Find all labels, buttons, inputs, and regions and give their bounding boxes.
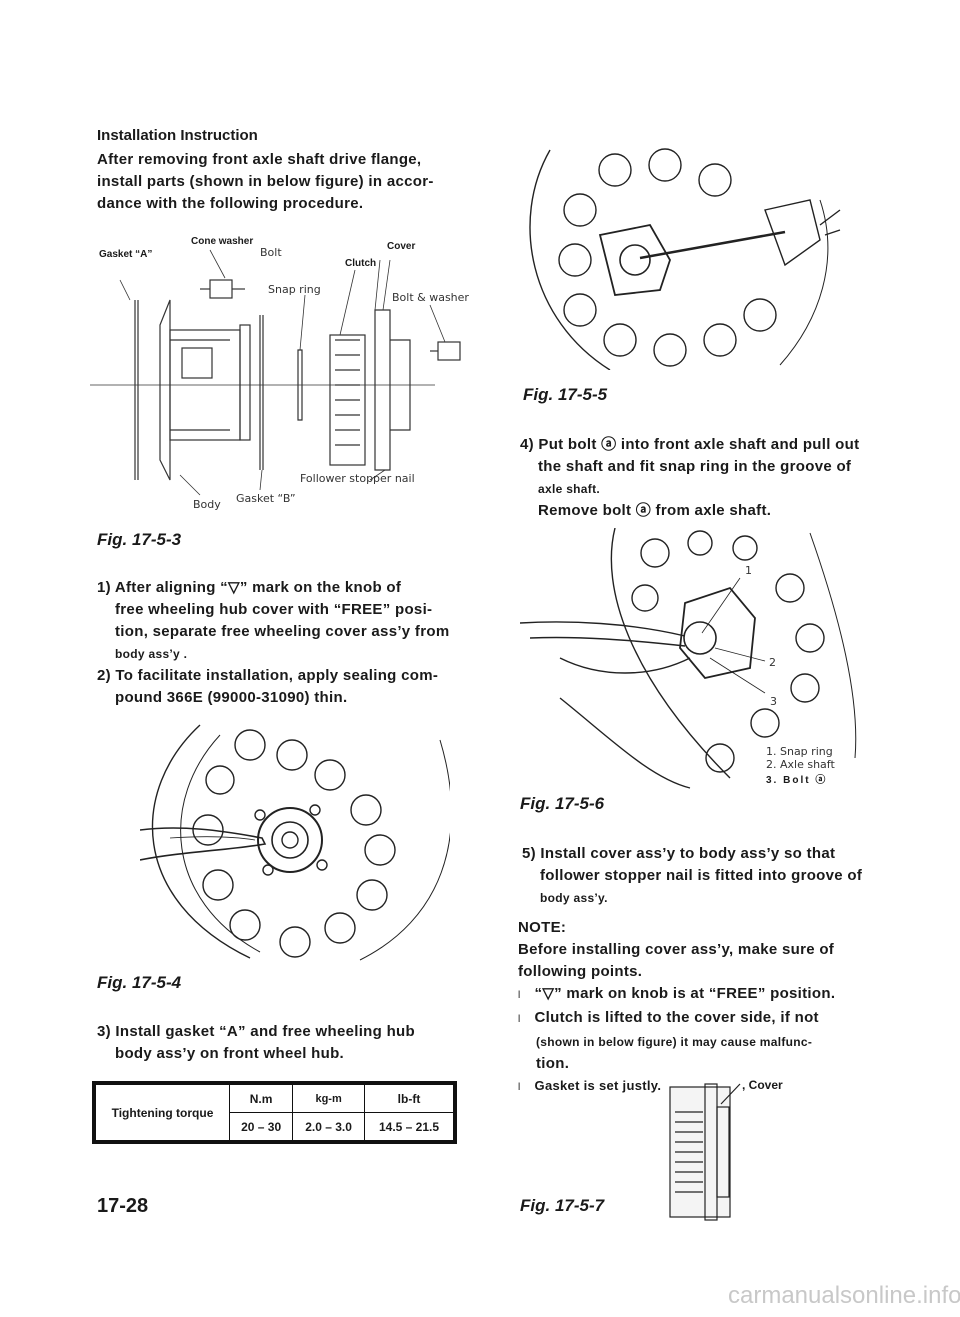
- step-2: 2) To facilitate installation, apply sea…: [97, 665, 467, 709]
- step-line: Remove bolt ⓐ from axle shaft.: [538, 502, 772, 519]
- step-line: free wheeling hub cover with “FREE” posi…: [115, 601, 433, 618]
- label-cone-washer: Cone washer: [191, 236, 254, 247]
- label-bolt: Bolt: [260, 246, 282, 259]
- note-line: Before installing cover ass’y, make sure…: [518, 941, 835, 958]
- note-title: NOTE:: [518, 919, 567, 936]
- label-body: Body: [193, 498, 221, 511]
- caption-fig-17-5-5: Fig. 17-5-5: [523, 385, 608, 404]
- wheel-hub-photo: [140, 720, 450, 965]
- section-title: Installation Instruction: [97, 127, 258, 144]
- torque-value-kgm: 2.0 – 3.0: [292, 1112, 365, 1141]
- caption-fig-17-5-6: Fig. 17-5-6: [520, 794, 605, 813]
- step-line: 5) Install cover ass’y to body ass’y so …: [522, 845, 836, 862]
- label-gasket-b: Gasket “B”: [236, 492, 296, 505]
- page-number: 17-28: [97, 1195, 149, 1217]
- caption-fig-17-5-7: Fig. 17-5-7: [520, 1196, 605, 1215]
- legend-item: 3. Bolt ⓐ: [766, 775, 828, 786]
- note-bullet-cont: (shown in below figure) it may cause mal…: [536, 1035, 813, 1049]
- step-line: tion, separate free wheeling cover ass’y…: [115, 623, 450, 640]
- note-bullet: l“▽” mark on knob is at “FREE” position.: [518, 985, 836, 1002]
- callout-2: 2: [769, 656, 776, 669]
- label-bolt-washer: Bolt & washer: [392, 291, 469, 304]
- step-line: body ass’y .: [115, 647, 188, 661]
- intro-line: dance with the following procedure.: [97, 195, 364, 212]
- step-line: 3) Install gasket “A” and free wheeling …: [97, 1023, 415, 1040]
- step-line: follower stopper nail is fitted into gro…: [540, 867, 863, 884]
- exploded-hub-diagram: Gasket “A” Cone washer Bolt Cover Clutch…: [90, 230, 480, 520]
- wheel-hub-drawing: [140, 724, 450, 961]
- step-line: 2) To facilitate installation, apply sea…: [97, 667, 439, 684]
- axle-pull-drawing: [529, 148, 841, 370]
- step-3: 3) Install gasket “A” and free wheeling …: [97, 1021, 467, 1065]
- caption-fig-17-5-3: Fig. 17-5-3: [97, 530, 182, 549]
- torque-table: Tightening torque N.m kg-m lb-ft 20 – 30…: [92, 1081, 457, 1144]
- intro-line: install parts (shown in below figure) in…: [97, 173, 434, 190]
- step-line: 1) After aligning “▽” mark on the knob o…: [97, 579, 402, 596]
- step-5: 5) Install cover ass’y to body ass’y so …: [522, 843, 882, 909]
- axle-pull-photo: [520, 140, 850, 370]
- label-snap-ring: Snap ring: [268, 283, 321, 296]
- label-cover-fig7: , Cover: [742, 1078, 783, 1092]
- snap-ring-photo: 1 2 3: [520, 528, 880, 798]
- callout-1: 1: [745, 564, 752, 577]
- step-line: 4) Put bolt ⓐ into front axle shaft and …: [520, 436, 860, 453]
- watermark: carmanualsonline.info: [728, 1282, 960, 1309]
- note-bullet-cont: tion.: [536, 1055, 570, 1072]
- torque-row-label: Tightening torque: [95, 1084, 230, 1141]
- torque-unit-nm: N.m: [228, 1084, 294, 1113]
- step-line: body ass’y.: [540, 891, 608, 905]
- label-clutch: Clutch: [345, 258, 377, 269]
- clutch-cover-drawing: [669, 1083, 741, 1221]
- legend-item: 2. Axle shaft: [766, 758, 835, 771]
- torque-value-nm: 20 – 30: [228, 1112, 294, 1141]
- torque-value-lbft: 14.5 – 21.5: [364, 1112, 454, 1141]
- note-block: NOTE: Before installing cover ass’y, mak…: [518, 917, 883, 1099]
- label-gasket-a: Gasket “A”: [99, 249, 153, 260]
- step-4: 4) Put bolt ⓐ into front axle shaft and …: [520, 434, 880, 522]
- legend-item: 1. Snap ring: [766, 745, 833, 758]
- clutch-cover-diagram: [655, 1082, 755, 1222]
- torque-unit-lbft: lb-ft: [364, 1084, 454, 1113]
- label-cover: Cover: [387, 241, 416, 252]
- exploded-hub-drawing: [90, 249, 461, 496]
- step-line: the shaft and fit snap ring in the groov…: [538, 458, 852, 475]
- callout-3: 3: [770, 695, 777, 708]
- torque-unit-kgm: kg-m: [292, 1084, 365, 1113]
- step-line: body ass’y on front wheel hub.: [115, 1045, 345, 1062]
- step-line: pound 366E (99000-31090) thin.: [115, 689, 348, 706]
- fig6-legend: 1. Snap ring 2. Axle shaft 3. Bolt ⓐ: [766, 745, 835, 786]
- caption-fig-17-5-4: Fig. 17-5-4: [97, 973, 182, 992]
- snap-ring-drawing: [520, 528, 857, 789]
- intro-paragraph: After removing front axle shaft drive fl…: [97, 149, 467, 215]
- intro-line: After removing front axle shaft drive fl…: [97, 151, 422, 168]
- step-line: axle shaft.: [538, 482, 600, 496]
- note-line: following points.: [518, 963, 643, 980]
- step-1: 1) After aligning “▽” mark on the knob o…: [97, 577, 467, 665]
- label-follower-stopper-nail: Follower stopper nail: [300, 472, 415, 485]
